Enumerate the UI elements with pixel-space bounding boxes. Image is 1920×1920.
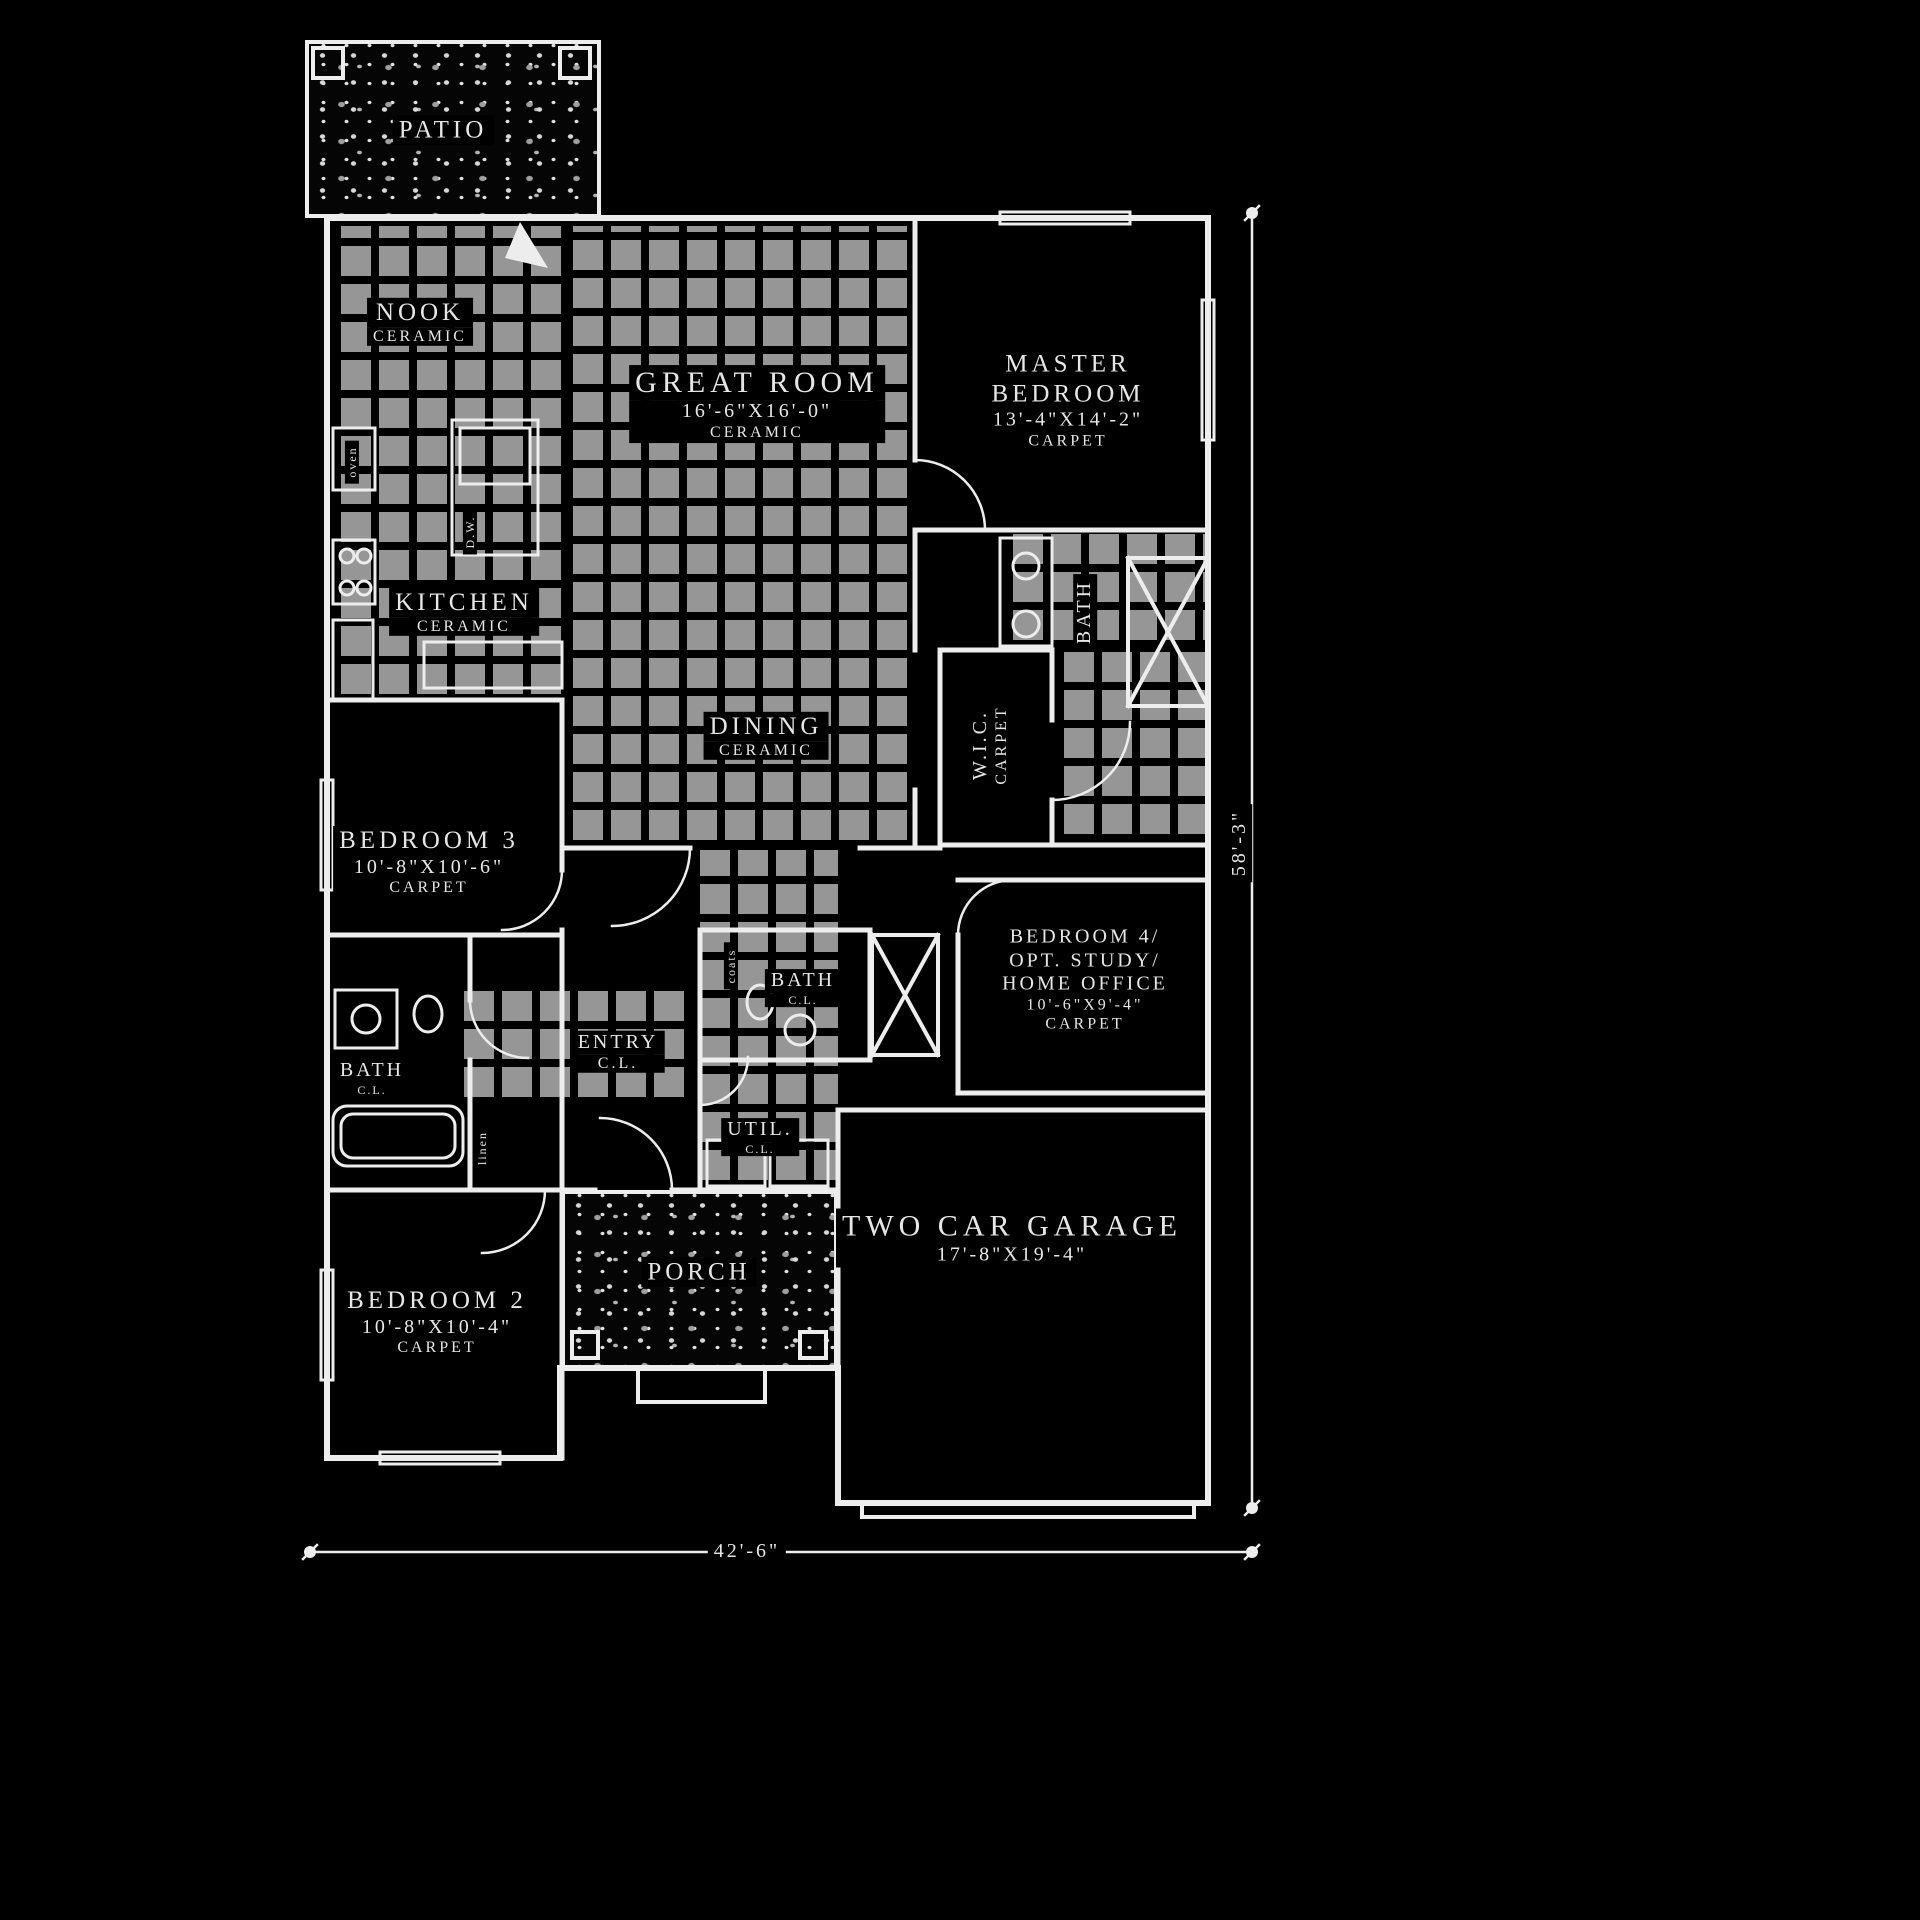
util-name: UTIL.: [721, 1118, 799, 1142]
great-room-floor: CERAMIC: [629, 424, 885, 443]
fixture-label-dishwasher: D.W.: [462, 509, 478, 555]
room-label-porch: PORCH: [641, 1257, 757, 1287]
patio-surface: [307, 42, 599, 216]
oven-label: oven: [344, 440, 360, 484]
garage-dims: 17'-8"X19'-4": [836, 1243, 1188, 1268]
dining-floor: CERAMIC: [703, 741, 829, 761]
room-label-master-bedroom: MASTER BEDROOM 13'-4"X14'-2" CARPET: [937, 349, 1199, 451]
room-label-bedroom3: BEDROOM 3 10'-8"X10'-6" CARPET: [333, 826, 525, 898]
hall-bath-closet: C.L.: [333, 1082, 411, 1097]
kitchen-floor: CERAMIC: [389, 617, 539, 637]
master-bedroom-dims: 13'-4"X14'-2": [937, 408, 1199, 432]
wic-floor: CARPET: [992, 699, 1012, 791]
great-room-name: GREAT ROOM: [629, 365, 885, 401]
room-label-center-bath: BATH C.L.: [764, 969, 842, 1007]
room-label-util: UTIL. C.L.: [721, 1118, 799, 1156]
bath-fixtures: [331, 536, 1054, 1188]
wic-name: W.I.C.: [968, 699, 993, 791]
fixture-label-coats: coats: [723, 942, 739, 990]
room-label-kitchen: KITCHEN CERAMIC: [389, 587, 539, 637]
linen-label: linen: [474, 1125, 490, 1171]
bedroom4-dims: 10'-6"X9'-4": [996, 996, 1174, 1016]
room-label-bedroom4: BEDROOM 4/ OPT. STUDY/ HOME OFFICE 10'-6…: [996, 925, 1174, 1035]
dimension-label-height: 58'-3": [1228, 803, 1252, 883]
nook-floor: CERAMIC: [367, 327, 473, 347]
center-bath-closet: C.L.: [764, 992, 842, 1007]
coats-label: coats: [723, 942, 739, 990]
bedroom3-floor: CARPET: [333, 879, 525, 898]
room-label-garage: TWO CAR GARAGE 17'-8"X19'-4": [836, 1208, 1188, 1268]
room-label-wic: W.I.C. CARPET: [968, 699, 1012, 791]
ceramic-floor-great-room-dining: [565, 226, 913, 848]
patio-door-marker: [505, 222, 548, 268]
master-bedroom-floor: CARPET: [937, 431, 1199, 451]
center-bath-name: BATH: [764, 969, 842, 993]
room-label-patio: PATIO: [392, 115, 494, 145]
entry-name: ENTRY: [571, 1030, 665, 1055]
nook-name: NOOK: [367, 297, 473, 328]
bedroom2-floor: CARPET: [341, 1339, 533, 1358]
fixture-label-oven: oven: [344, 440, 360, 484]
room-label-master-bath: BATH: [1073, 573, 1097, 651]
door-swings: [468, 458, 1132, 1255]
porch-name: PORCH: [641, 1257, 757, 1287]
ceramic-floor-bath-corridor: [1056, 650, 1206, 842]
master-bedroom-name: MASTER BEDROOM: [937, 349, 1199, 409]
dimension-endpoints: [304, 207, 1258, 1558]
room-label-great-room: GREAT ROOM 16'-6"X16'-0" CERAMIC: [629, 365, 885, 443]
kitchen-name: KITCHEN: [389, 587, 539, 618]
entry-closet: C.L.: [571, 1054, 665, 1074]
room-label-nook: NOOK CERAMIC: [367, 297, 473, 347]
garage-name: TWO CAR GARAGE: [836, 1208, 1188, 1244]
hall-bath-name: BATH: [333, 1059, 411, 1083]
width-dim-text: 42'-6": [707, 1540, 787, 1564]
great-room-dims: 16'-6"X16'-0": [629, 400, 885, 425]
shower-stalls: [869, 555, 1211, 1058]
kitchen-fixtures: [331, 418, 564, 702]
master-bath-name: BATH: [1073, 573, 1097, 651]
bedroom4-line3: HOME OFFICE: [996, 972, 1174, 997]
height-dim-text: 58'-3": [1228, 803, 1252, 883]
bedroom3-name: BEDROOM 3: [333, 826, 525, 856]
room-label-bedroom2: BEDROOM 2 10'-8"X10'-4" CARPET: [341, 1286, 533, 1358]
util-closet: C.L.: [721, 1141, 799, 1156]
dining-name: DINING: [703, 711, 829, 742]
fixture-label-linen: linen: [474, 1125, 490, 1171]
bedroom2-dims: 10'-8"X10'-4": [341, 1315, 533, 1340]
bedroom4-line2: OPT. STUDY/: [996, 949, 1174, 973]
interior-walls: [324, 215, 1211, 1461]
room-label-entry: ENTRY C.L.: [571, 1030, 665, 1074]
bedroom4-line1: BEDROOM 4/: [996, 925, 1174, 950]
bedroom4-floor: CARPET: [996, 1015, 1174, 1035]
bedroom2-name: BEDROOM 2: [341, 1286, 533, 1316]
dimension-label-width: 42'-6": [707, 1540, 787, 1564]
bedroom3-dims: 10'-8"X10'-6": [333, 855, 525, 880]
room-label-dining: DINING CERAMIC: [703, 711, 829, 761]
room-label-hall-bath: BATH C.L.: [333, 1059, 411, 1097]
patio-name: PATIO: [392, 115, 494, 145]
windows: [319, 210, 1216, 1466]
dishwasher-label: D.W.: [462, 509, 478, 555]
